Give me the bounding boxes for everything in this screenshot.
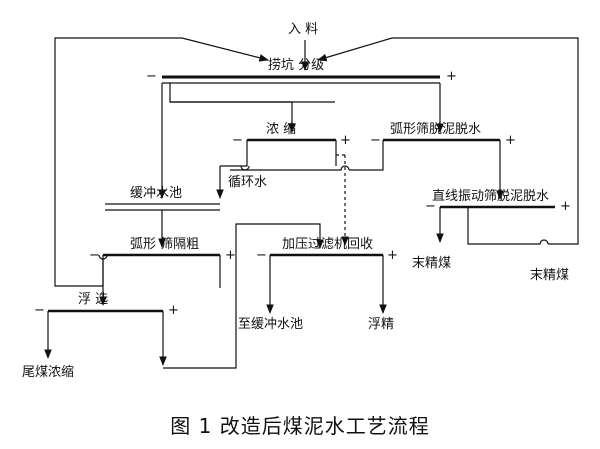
flotation-concentrate-label: 浮精	[368, 317, 395, 332]
grading-outputs	[158, 83, 444, 199]
arc-screen-desliming-label: 弧形筛脱泥脱水	[390, 122, 482, 137]
coarse-plus-sign: +	[225, 248, 236, 263]
flotation-label: 浮 选	[78, 292, 109, 307]
grading-bar	[162, 75, 440, 84]
linear-plus-sign: +	[560, 199, 571, 214]
linear-minus-sign: −	[425, 199, 436, 214]
arc-desliming-plus-sign: +	[505, 133, 516, 148]
figure-caption: 图 1 改造后煤泥水工艺流程	[170, 414, 430, 438]
flotation-minus-sign: −	[34, 303, 45, 318]
grading-plus-sign: +	[446, 69, 457, 84]
coarse-minus-sign: −	[89, 248, 100, 263]
pressure-filter-outputs	[266, 255, 387, 314]
arc-desliming-outputs	[230, 140, 504, 200]
buffer-pool-label: 缓冲水池	[130, 186, 183, 201]
pressure-filter-label: 加压过滤机回收	[282, 237, 374, 252]
buffer-pool-bar	[105, 203, 220, 211]
grading-label: 捞坑 分级	[268, 58, 325, 73]
thickening-label: 浓 缩	[266, 122, 297, 137]
thickening-minus-sign: −	[232, 133, 243, 148]
coarse-outputs	[98, 223, 324, 369]
feed-label: 入 料	[288, 22, 319, 37]
fine-clean-coal-left-label: 末精煤	[412, 256, 452, 271]
arc-screen-coarse-label: 弧形 筛隔粗	[130, 237, 200, 252]
grading-minus-sign: −	[146, 69, 157, 84]
filter-plus-sign: +	[387, 248, 398, 263]
flotation-plus-sign: +	[168, 303, 179, 318]
thickening-plus-sign: +	[340, 133, 351, 148]
thickening-outputs	[216, 140, 349, 246]
linear-screen-label: 直线振动筛脱泥脱水	[432, 189, 550, 204]
circulating-water-label: 循环水	[228, 175, 268, 190]
fine-clean-coal-right-label: 末精煤	[530, 268, 570, 283]
to-buffer-pool-label: 至缓冲水池	[238, 317, 304, 332]
tailing-thickening-label: 尾煤浓缩	[22, 365, 75, 380]
arc-desliming-minus-sign: −	[370, 133, 381, 148]
filter-minus-sign: −	[256, 248, 267, 263]
